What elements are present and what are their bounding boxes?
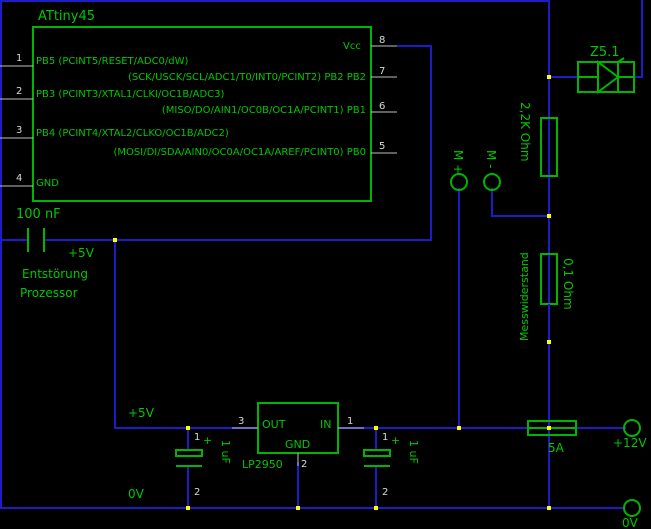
fuse: 5A <box>527 420 577 455</box>
pin-7-number: 7 <box>379 66 385 77</box>
regulator-name: LP2950 <box>242 458 283 471</box>
pin-3-label: PB4 (PCINT4/XTAL2/CLKO/OC1B/ADC2) <box>36 128 229 139</box>
terminals: +12V 0V <box>613 419 647 529</box>
resistor-2k2-label: 2,2K Ohm <box>518 102 532 162</box>
regulator-in-label: IN <box>320 418 331 431</box>
voltage-regulator: OUT IN GND LP2950 3 1 2 <box>232 402 364 471</box>
resistor-2k2: 2,2K Ohm <box>518 77 558 254</box>
terminal-12v-label: +12V <box>613 436 647 450</box>
pin-1-number: 1 <box>16 53 22 64</box>
shunt-caption: Messwiderstand <box>518 252 531 341</box>
pin-5-number: 5 <box>379 141 385 152</box>
measurement-probes: M + M - <box>450 150 501 191</box>
pin-5-label: (MOSI/DI/SDA/AIN0/OC0A/OC1A/AREF/PCINT0)… <box>114 147 367 158</box>
probe-minus-label: M - <box>484 150 498 169</box>
pin-2-label: PB3 (PCINT3/XTAL1/CLKI/OC1B/ADC3) <box>36 89 225 100</box>
junction-dots <box>113 75 551 510</box>
shunt-value: 0,1 Ohm <box>561 258 575 310</box>
regulator-gnd-label: GND <box>285 438 310 451</box>
probe-plus-label: M + <box>451 150 465 174</box>
regulator-pin-out: 3 <box>238 416 244 427</box>
output-cap-pin-1: 1 <box>194 432 200 443</box>
pin-6-label: (MISO/DO/AIN1/OC0B/OC1A/PCINT1) PB1 <box>162 105 366 116</box>
input-cap-plus: + <box>391 434 400 447</box>
pin-2-number: 2 <box>16 86 22 97</box>
input-cap-value: 1 uF <box>407 440 420 464</box>
output-cap-plus: + <box>203 434 212 447</box>
rail-0v-label: 0V <box>128 487 145 501</box>
output-cap-pin-2: 2 <box>194 487 200 498</box>
input-capacitor: + 1 uF 1 2 <box>363 432 420 498</box>
pin-1-label: PB5 (PCINT5/RESET/ADC0/dW) <box>36 56 189 67</box>
regulator-pin-gnd: 2 <box>301 459 307 470</box>
regulator-out-label: OUT <box>262 418 286 431</box>
output-cap-value: 1 uF <box>219 440 232 464</box>
pin-4-number: 4 <box>16 173 22 184</box>
pin-6-number: 6 <box>379 101 385 112</box>
pin-7-label: (SCK/USCK/SCL/ADC1/T0/INT0/PCINT2) PB2 P… <box>128 72 366 83</box>
terminal-0v-label: 0V <box>622 516 639 529</box>
input-cap-pin-2: 2 <box>382 487 388 498</box>
pin-8-number: 8 <box>379 35 385 46</box>
fuse-label: 5A <box>548 441 565 455</box>
rail-5v-label: +5V <box>128 406 155 420</box>
regulator-pin-in: 1 <box>347 416 353 427</box>
chip-vcc-label: Vcc <box>343 41 361 52</box>
decoupling-capacitor: 100 nF Entstörung Prozessor +5V <box>16 207 95 300</box>
output-capacitor: + 1 uF 1 2 <box>175 432 232 498</box>
zener-diode: Z5.1 <box>577 45 635 94</box>
attiny45-chip: ATtiny45 Vcc 1 2 3 4 PB5 (PCINT5/RESET/A… <box>0 9 397 202</box>
decoupling-caption-1: Entstörung <box>22 267 88 281</box>
decoupling-value: 100 nF <box>16 207 61 222</box>
zener-label: Z5.1 <box>590 45 620 60</box>
shunt-resistor: 0,1 Ohm Messwiderstand <box>518 252 575 342</box>
input-cap-pin-1: 1 <box>382 432 388 443</box>
pin-3-number: 3 <box>16 125 22 136</box>
decoupling-rail-label: +5V <box>68 246 95 260</box>
chip-name: ATtiny45 <box>38 9 95 24</box>
pin-4-label: GND <box>36 178 59 189</box>
decoupling-caption-2: Prozessor <box>20 286 78 300</box>
